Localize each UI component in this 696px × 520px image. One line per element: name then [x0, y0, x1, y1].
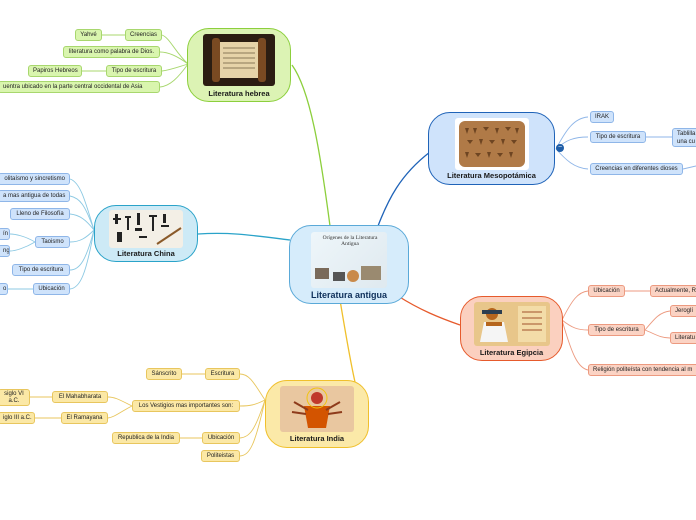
central-image-caption: Orígenes de la Literatura Antigua: [322, 235, 378, 247]
node-tipo-escritura[interactable]: Tipo de escritura: [588, 324, 645, 336]
central-topic[interactable]: Orígenes de la Literatura Antigua Litera…: [289, 225, 409, 304]
deity-icon: [280, 386, 354, 432]
topic-literatura-hebrea[interactable]: Literatura hebrea: [187, 28, 291, 102]
central-image: [311, 232, 387, 288]
topic-literatura-mesopotamica[interactable]: Literatura Mesopotámica: [428, 112, 555, 185]
node-palabra-de-dios[interactable]: literatura como palabra de Dios.: [63, 46, 160, 58]
node-yahve[interactable]: Yahvé: [75, 29, 102, 41]
node-mas-antigua[interactable]: a mas antigua de todas: [0, 190, 70, 202]
node-siglo-vi[interactable]: siglo VI a.C.: [0, 389, 30, 406]
node-literatura[interactable]: Literatu: [670, 332, 696, 344]
topic-title: Literatura Egipcia: [479, 348, 544, 357]
central-title: Literatura antigua: [310, 290, 387, 300]
node-mahabharata[interactable]: El Mahabharata: [52, 391, 108, 403]
scribe-icon: [473, 302, 550, 346]
node-fragment-o[interactable]: o: [0, 283, 8, 295]
node-republica-india[interactable]: Republica de la India: [112, 432, 180, 444]
node-filosofia[interactable]: Lleno de Filosofía: [10, 208, 70, 220]
topic-title: Literatura India: [289, 434, 345, 443]
topic-title: Literatura China: [117, 249, 175, 258]
node-actualmente[interactable]: Actualmente, R: [650, 285, 696, 297]
node-tipo-escritura[interactable]: Tipo de escritura: [12, 264, 70, 276]
node-siglo-iii[interactable]: iglo III a.C.: [0, 412, 35, 424]
node-fragment-ng[interactable]: ng: [0, 245, 10, 257]
node-religion[interactable]: Religión politeísta con tendencia al m: [588, 364, 696, 376]
scroll-icon: [203, 34, 275, 86]
node-papiros-hebreos[interactable]: Papiros Hebreos: [28, 65, 82, 77]
topic-literatura-egipcia[interactable]: Literatura Egipcia: [460, 296, 563, 361]
node-jeroglificos[interactable]: Jeroglí: [670, 305, 696, 317]
node-tablilla[interactable]: Tablilla una cu: [672, 128, 696, 147]
node-politeistas[interactable]: Politeistas: [201, 450, 240, 462]
node-irak[interactable]: IRAK: [590, 111, 614, 123]
topic-title: Literatura hebrea: [208, 89, 270, 98]
calligraphy-icon: [109, 210, 183, 248]
books-icon: [315, 266, 381, 282]
node-escritura[interactable]: Escritura: [205, 368, 240, 380]
node-tipo-escritura[interactable]: Tipo de escritura: [106, 65, 162, 77]
node-politeismo[interactable]: olitaísmo y sincretismo: [0, 173, 70, 185]
node-fragment-in[interactable]: ín: [0, 228, 10, 240]
node-tipo-escritura[interactable]: Tipo de escritura: [590, 131, 646, 143]
node-ubicacion[interactable]: Ubicación: [202, 432, 240, 444]
cuneiform-tablet-icon: [454, 118, 529, 170]
topic-literatura-india[interactable]: Literatura India: [265, 380, 369, 448]
topic-literatura-china[interactable]: Literatura China: [94, 205, 198, 262]
node-taoismo[interactable]: Taoismo: [35, 236, 70, 248]
node-ubicacion-asia[interactable]: uentra ubicado en la parte central occid…: [0, 81, 160, 93]
node-ubicacion[interactable]: Ubicación: [33, 283, 70, 295]
collapse-toggle-icon[interactable]: −: [556, 144, 564, 152]
node-sanscrito[interactable]: Sánscrito: [146, 368, 182, 380]
topic-title: Literatura Mesopotámica: [447, 171, 536, 180]
node-vestigios[interactable]: Los Vestigios mas importantes son:: [132, 400, 240, 412]
node-creencias[interactable]: Creencias: [125, 29, 162, 41]
node-ubicacion[interactable]: Ubicación: [588, 285, 625, 297]
node-ramayana[interactable]: El Ramayana: [61, 412, 108, 424]
node-creencias-dioses[interactable]: Creencias en diferentes dioses: [590, 163, 683, 175]
